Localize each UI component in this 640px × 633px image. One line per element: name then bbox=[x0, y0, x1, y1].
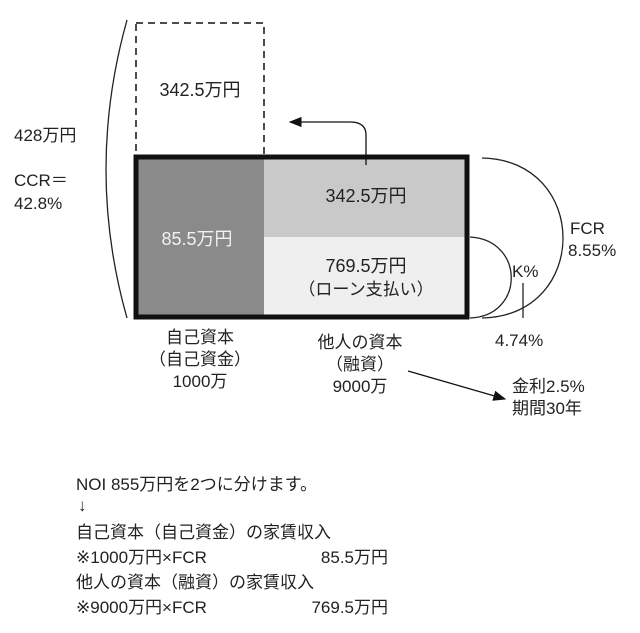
k-arc bbox=[469, 236, 512, 319]
transfer-block bbox=[264, 157, 467, 237]
own-capital-amount: 1000万 bbox=[173, 372, 228, 391]
loan-terms-arrow bbox=[407, 370, 507, 401]
main-box-border bbox=[133, 154, 470, 320]
borrowed-capital-sub: （融資） bbox=[326, 355, 394, 374]
loan-payment-value: 769.5万円 bbox=[325, 256, 406, 276]
notes-line5-formula: ※9000万円×FCR bbox=[76, 598, 207, 617]
fcr-arc bbox=[481, 157, 564, 319]
loan-interest: 金利2.5% bbox=[512, 377, 585, 396]
notes-line5-value: 769.5万円 bbox=[311, 598, 388, 617]
notes: NOI 855万円を2つに分けます。 ↓ 自己資本（自己資金）の家賃収入 ※10… bbox=[76, 475, 388, 617]
k-label: K% bbox=[512, 262, 538, 281]
notes-line3-formula: ※1000万円×FCR bbox=[76, 548, 207, 567]
notes-arrow: ↓ bbox=[78, 496, 87, 515]
own-capital-label: 自己資本 bbox=[166, 328, 234, 347]
ccr-label: CCR＝ bbox=[14, 171, 68, 190]
borrowed-capital-amount: 9000万 bbox=[333, 377, 388, 396]
notes-line4: 他人の資本（融資）の家賃収入 bbox=[76, 573, 314, 592]
left-total: 428万円 bbox=[14, 126, 76, 145]
own-capital-income: 85.5万円 bbox=[161, 229, 232, 249]
own-capital-block bbox=[136, 157, 264, 317]
left-brace-curve bbox=[105, 19, 128, 319]
own-capital-sub: （自己資金） bbox=[149, 350, 251, 369]
k-value: 4.74% bbox=[495, 331, 543, 350]
notes-line1: NOI 855万円を2つに分けます。 bbox=[76, 475, 317, 494]
fcr-label: FCR bbox=[570, 219, 605, 238]
dashed-box-value: 342.5万円 bbox=[159, 80, 240, 100]
fcr-value: 8.55% bbox=[568, 241, 616, 260]
notes-line3-value: 85.5万円 bbox=[321, 548, 388, 567]
loan-payment-label: （ローン支払い） bbox=[298, 280, 433, 299]
transfer-arrow bbox=[288, 116, 367, 165]
borrowed-capital-label: 他人の資本 bbox=[318, 333, 403, 352]
loan-payment-block bbox=[264, 237, 467, 317]
loan-period: 期間30年 bbox=[512, 399, 582, 418]
ccr-value: 42.8% bbox=[14, 194, 62, 213]
notes-line2: 自己資本（自己資金）の家賃収入 bbox=[76, 523, 331, 542]
transfer-value: 342.5万円 bbox=[325, 186, 406, 206]
